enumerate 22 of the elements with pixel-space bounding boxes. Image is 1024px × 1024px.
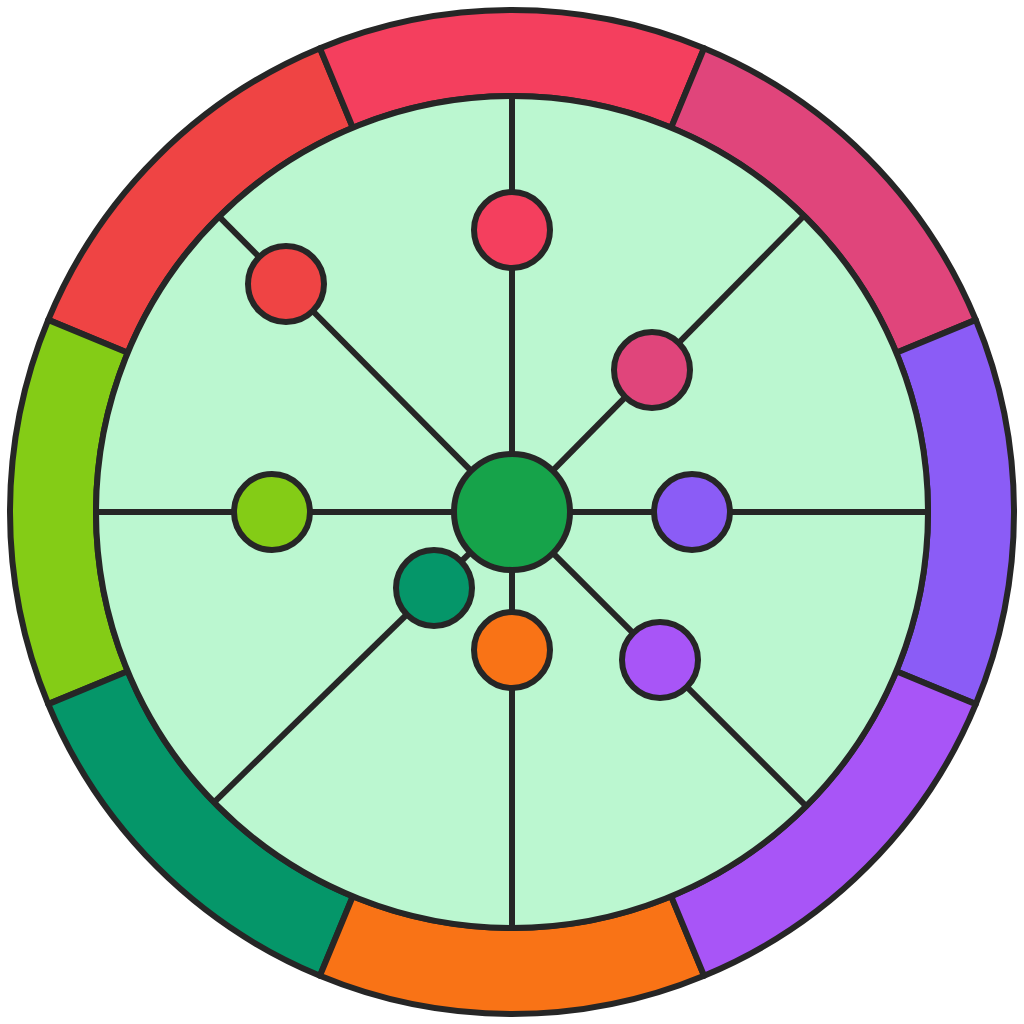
spoke-line xyxy=(211,612,409,805)
spoke-line xyxy=(550,394,628,473)
spoke-line xyxy=(310,308,474,473)
hub-circle xyxy=(451,451,573,573)
spoke-line xyxy=(684,684,809,809)
spoke-line xyxy=(217,214,262,260)
ring-segment xyxy=(316,7,708,131)
spoke-line xyxy=(550,550,636,636)
ring-segment xyxy=(7,316,131,708)
ring-segment xyxy=(893,316,1017,708)
spoke-line xyxy=(310,509,454,515)
ring-segment xyxy=(668,668,979,979)
spoke-line xyxy=(570,509,654,515)
spoke-line xyxy=(676,213,807,346)
disk xyxy=(93,93,931,931)
spoke-line xyxy=(509,688,515,928)
spoke-line xyxy=(509,268,515,454)
spoke-line xyxy=(96,509,234,515)
spoke-line xyxy=(730,509,928,515)
spoke-line xyxy=(509,96,515,192)
ring-segment xyxy=(316,893,708,1017)
spoke-line xyxy=(509,570,515,612)
